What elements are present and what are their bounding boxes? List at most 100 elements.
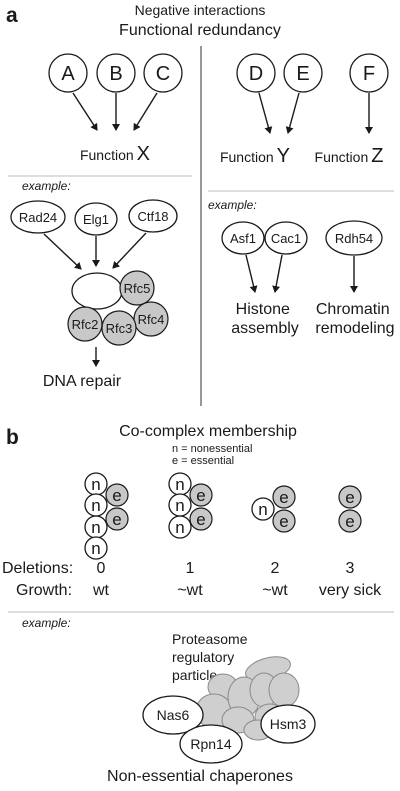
complex-0-deletions: n n n n e e — [84, 472, 129, 560]
n-subunit: n — [175, 475, 184, 494]
n-subunit: n — [91, 475, 100, 494]
chaperone-hsm3: Hsm3 — [260, 704, 316, 744]
growth-value: ~wt — [177, 582, 203, 599]
e-subunit: e — [345, 488, 354, 507]
gene-node-rdh54-label: Rdh54 — [335, 231, 373, 246]
rfc-complex: Rfc5 Rfc2 Rfc4 Rfc3 — [67, 270, 169, 346]
e-subunit: e — [112, 510, 121, 529]
growth-value: wt — [92, 582, 110, 599]
function-y-letter: Y — [277, 145, 290, 167]
histone-assembly-line2: assembly — [231, 320, 299, 337]
panel-a-title-line1: Negative interactions — [135, 2, 266, 18]
gene-node-d: D — [236, 53, 276, 93]
subunit-rfc2: Rfc2 — [67, 306, 103, 342]
complex-1-deletion: n n n e e — [168, 472, 213, 539]
gene-node-e: E — [283, 53, 323, 93]
subunit-rfc4-label: Rfc4 — [138, 312, 165, 327]
subunit-rfc2-label: Rfc2 — [72, 317, 99, 332]
n-subunit: n — [175, 496, 184, 515]
e-subunit: e — [279, 512, 288, 531]
proteasome-label-line1: Proteasome — [172, 631, 248, 647]
e-subunit: e — [345, 512, 354, 531]
legend-nonessential: n = nonessential — [172, 443, 252, 455]
gene-node-e-label: E — [296, 63, 309, 85]
gene-node-elg1-label: Elg1 — [83, 212, 109, 227]
n-subunit: n — [91, 496, 100, 515]
subunit-rfc3-label: Rfc3 — [106, 321, 133, 336]
deletions-row-label: Deletions: — [2, 560, 73, 577]
gene-node-cac1: Cac1 — [264, 221, 308, 255]
gene-node-b-label: B — [109, 63, 122, 85]
panel-b-title: Co-complex membership — [119, 423, 297, 440]
deletions-value: 3 — [346, 560, 355, 577]
gene-node-ctf18-label: Ctf18 — [137, 209, 168, 224]
function-x-letter: X — [137, 143, 150, 165]
gene-node-rad24: Rad24 — [10, 200, 66, 234]
arrow-rad24-to-complex — [43, 233, 82, 270]
gene-node-rad24-label: Rad24 — [19, 210, 57, 225]
panel-a-title-line2: Functional redundancy — [119, 22, 281, 39]
arrow-ctf18-to-complex — [112, 232, 147, 269]
arrow-d-to-y — [258, 92, 273, 134]
chaperone-nas6: Nas6 — [142, 695, 204, 735]
growth-value: very sick — [319, 582, 382, 599]
arrow-cac1-to-histone — [272, 254, 283, 293]
gene-node-asf1: Asf1 — [221, 221, 265, 255]
function-y-word: Function — [220, 149, 274, 165]
deletions-value: 0 — [97, 560, 106, 577]
gene-node-c-label: C — [156, 63, 170, 85]
e-subunit: e — [112, 486, 121, 505]
chaperone-hsm3-label: Hsm3 — [270, 716, 307, 732]
growth-row-label: Growth: — [16, 582, 72, 599]
gene-node-cac1-label: Cac1 — [271, 231, 301, 246]
chaperone-rpn14-label: Rpn14 — [190, 736, 231, 752]
complex-2-deletions: n e e — [251, 485, 296, 533]
gene-node-b: B — [96, 53, 136, 93]
right-example-label: example: — [208, 198, 257, 212]
gene-node-elg1: Elg1 — [74, 202, 118, 236]
deletions-value: 1 — [186, 560, 195, 577]
non-essential-chaperones-caption: Non-essential chaperones — [107, 768, 293, 785]
complex-empty-subunit — [71, 272, 123, 310]
legend-essential: e = essential — [172, 455, 234, 467]
e-subunit: e — [196, 486, 205, 505]
panel-a-label: a — [6, 4, 18, 27]
e-subunit: e — [279, 488, 288, 507]
function-z-letter: Z — [371, 145, 383, 167]
dna-repair-label: DNA repair — [43, 373, 122, 390]
growth-value: ~wt — [262, 582, 288, 599]
n-subunit: n — [175, 518, 184, 537]
function-x-word: Function — [80, 147, 134, 163]
proteasome-label-line2: regulatory — [172, 649, 234, 665]
function-z-word: Function — [315, 149, 369, 165]
proteasome-label-line3: particle — [172, 667, 217, 683]
chaperone-rpn14: Rpn14 — [179, 724, 243, 764]
gene-node-asf1-label: Asf1 — [230, 231, 256, 246]
left-example-label: example: — [22, 179, 71, 193]
arrow-asf1-to-histone — [245, 254, 258, 293]
gene-node-c: C — [143, 53, 183, 93]
gene-node-a-label: A — [61, 63, 75, 85]
proteasome-label: Proteasome regulatory particle — [172, 631, 251, 683]
subunit-rfc5-label: Rfc5 — [124, 281, 151, 296]
gene-node-ctf18: Ctf18 — [128, 199, 178, 233]
subunit-rfc5: Rfc5 — [119, 270, 155, 306]
arrow-c-to-x — [133, 92, 158, 131]
deletions-value: 2 — [271, 560, 280, 577]
histone-assembly-line1: Histone — [236, 301, 290, 318]
gene-node-rdh54: Rdh54 — [325, 220, 383, 256]
n-subunit: n — [91, 518, 100, 537]
subunit-rfc3: Rfc3 — [101, 310, 137, 346]
gene-node-f-label: F — [363, 63, 375, 85]
histone-assembly-label: Histone assembly — [231, 301, 299, 337]
n-subunit: n — [258, 500, 267, 519]
panel-b-example-label: example: — [22, 616, 71, 630]
subunit-rfc4: Rfc4 — [133, 301, 169, 337]
chromatin-remodeling-label: Chromatin remodeling — [315, 301, 394, 337]
complex-3-deletions: e e — [338, 485, 362, 533]
gene-node-f: F — [349, 53, 389, 93]
